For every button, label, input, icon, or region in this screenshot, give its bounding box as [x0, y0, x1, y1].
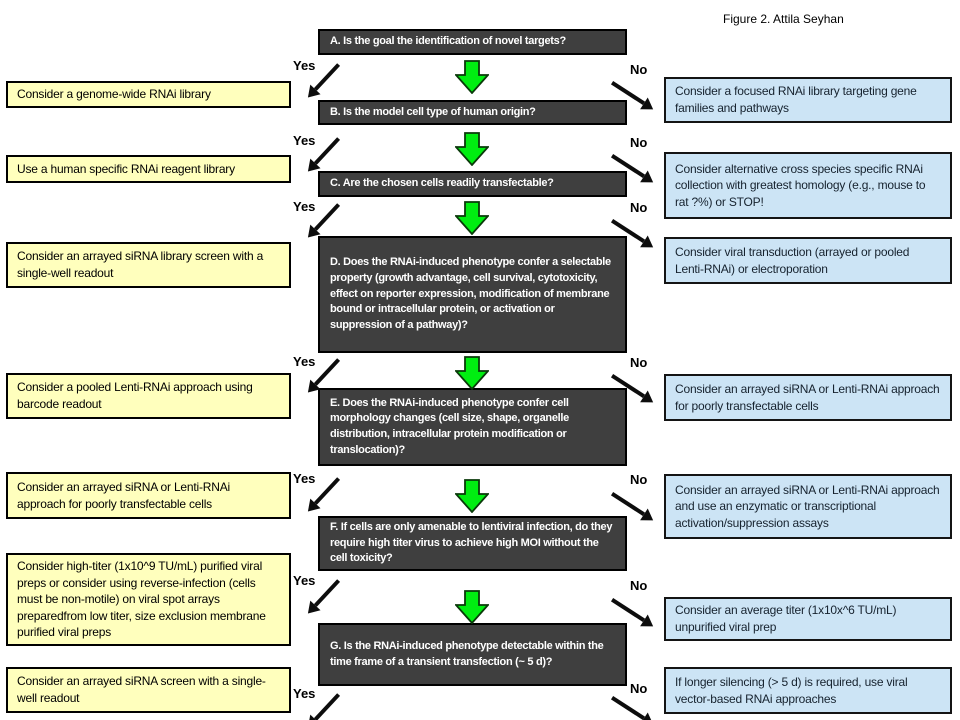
yes-arrow: [313, 477, 341, 505]
yes-label: Yes: [293, 199, 316, 214]
no-label: No: [630, 355, 648, 370]
figure-caption: Figure 2. Attila Seyhan: [723, 12, 844, 26]
question-box-c: C. Are the chosen cells readily transfec…: [318, 171, 627, 197]
yes-arrow: [313, 693, 341, 720]
question-box-f: F. If cells are only amenable to lentivi…: [318, 516, 627, 571]
no-arrow: [610, 597, 646, 623]
recommendation-text: Consider an arrayed siRNA or Lenti-RNAi …: [675, 482, 940, 530]
left-recommendation-box-high-titer: Consider high-titer (1x10^9 TU/mL) purif…: [6, 553, 291, 646]
recommendation-text: Consider an arrayed siRNA or Lenti-RNAi …: [17, 479, 230, 511]
right-recommendation-box-poorly-transfectable: Consider an arrayed siRNA or Lenti-RNAi …: [664, 374, 952, 421]
recommendation-text: Consider alternative cross species speci…: [675, 161, 926, 209]
right-recommendation-box-enzymatic-assays: Consider an arrayed siRNA or Lenti-RNAi …: [664, 474, 952, 539]
right-recommendation-box-vector-based: If longer silencing (> 5 d) is required,…: [664, 667, 952, 714]
green-down-arrow: [455, 132, 489, 166]
question-text: G. Is the RNAi-induced phenotype detecta…: [330, 639, 604, 668]
left-recommendation-box-arrayed-sirna-library: Consider an arrayed siRNA library screen…: [6, 242, 291, 288]
yes-arrow: [313, 358, 341, 386]
recommendation-text: Consider an arrayed siRNA library screen…: [17, 249, 264, 280]
question-box-d: D. Does the RNAi-induced phenotype confe…: [318, 236, 627, 353]
right-recommendation-box-average-titer: Consider an average titer (1x10x^6 TU/mL…: [664, 597, 952, 641]
no-arrow: [610, 491, 646, 517]
right-recommendation-box-focused-library: Consider a focused RNAi library targetin…: [664, 77, 952, 123]
left-recommendation-box-poorly-transfectable: Consider an arrayed siRNA or Lenti-RNAi …: [6, 472, 291, 519]
recommendation-text: Consider an arrayed siRNA or Lenti-RNAi …: [675, 381, 940, 413]
yes-arrow: [313, 137, 341, 165]
left-recommendation-box-pooled-lenti: Consider a pooled Lenti-RNAi approach us…: [6, 373, 291, 419]
yes-arrow: [313, 579, 341, 607]
question-box-e: E. Does the RNAi-induced phenotype confe…: [318, 388, 627, 466]
left-recommendation-box-human-library: Use a human specific RNAi reagent librar…: [6, 155, 291, 183]
left-recommendation-box-arrayed-sirna-screen: Consider an arrayed siRNA screen with a …: [6, 667, 291, 713]
right-recommendation-box-cross-species: Consider alternative cross species speci…: [664, 152, 952, 219]
yes-label: Yes: [293, 133, 316, 148]
no-label: No: [630, 135, 648, 150]
green-down-arrow: [455, 590, 489, 624]
green-down-arrow: [455, 201, 489, 235]
green-down-arrow: [455, 60, 489, 94]
question-box-a: A. Is the goal the identification of nov…: [318, 29, 627, 55]
recommendation-text: Consider a genome-wide RNAi library: [17, 87, 211, 102]
question-text: C. Are the chosen cells readily transfec…: [330, 177, 554, 190]
question-text: B. Is the model cell type of human origi…: [330, 105, 536, 118]
question-box-b: B. Is the model cell type of human origi…: [318, 100, 627, 125]
left-recommendation-box-genome-wide: Consider a genome-wide RNAi library: [6, 81, 291, 108]
yes-label: Yes: [293, 573, 316, 588]
question-text: E. Does the RNAi-induced phenotype confe…: [330, 396, 569, 456]
yes-label: Yes: [293, 471, 316, 486]
yes-label: Yes: [293, 354, 316, 369]
question-text: F. If cells are only amenable to lentivi…: [330, 521, 613, 565]
yes-label: Yes: [293, 686, 316, 701]
recommendation-text: Consider a pooled Lenti-RNAi approach us…: [17, 380, 253, 411]
question-box-g: G. Is the RNAi-induced phenotype detecta…: [318, 623, 627, 686]
no-label: No: [630, 472, 648, 487]
no-label: No: [630, 200, 648, 215]
recommendation-text: Consider viral transduction (arrayed or …: [675, 244, 910, 276]
green-down-arrow: [455, 356, 489, 390]
question-text: D. Does the RNAi-induced phenotype confe…: [330, 256, 611, 331]
recommendation-text: Use a human specific RNAi reagent librar…: [17, 161, 235, 176]
green-down-arrow: [455, 479, 489, 513]
recommendation-text: Consider high-titer (1x10^9 TU/mL) purif…: [17, 559, 266, 640]
recommendation-text: If longer silencing (> 5 d) is required,…: [675, 674, 908, 706]
yes-arrow: [313, 203, 341, 231]
yes-arrow: [313, 63, 341, 91]
recommendation-text: Consider an arrayed siRNA screen with a …: [17, 674, 266, 705]
no-arrow: [610, 695, 646, 720]
no-label: No: [630, 681, 648, 696]
no-label: No: [630, 62, 648, 77]
question-text: A. Is the goal the identification of nov…: [330, 35, 566, 48]
recommendation-text: Consider an average titer (1x10x^6 TU/mL…: [675, 603, 897, 634]
right-recommendation-box-viral-transduction: Consider viral transduction (arrayed or …: [664, 237, 952, 284]
recommendation-text: Consider a focused RNAi library targetin…: [675, 84, 917, 115]
yes-label: Yes: [293, 58, 316, 73]
no-label: No: [630, 578, 648, 593]
